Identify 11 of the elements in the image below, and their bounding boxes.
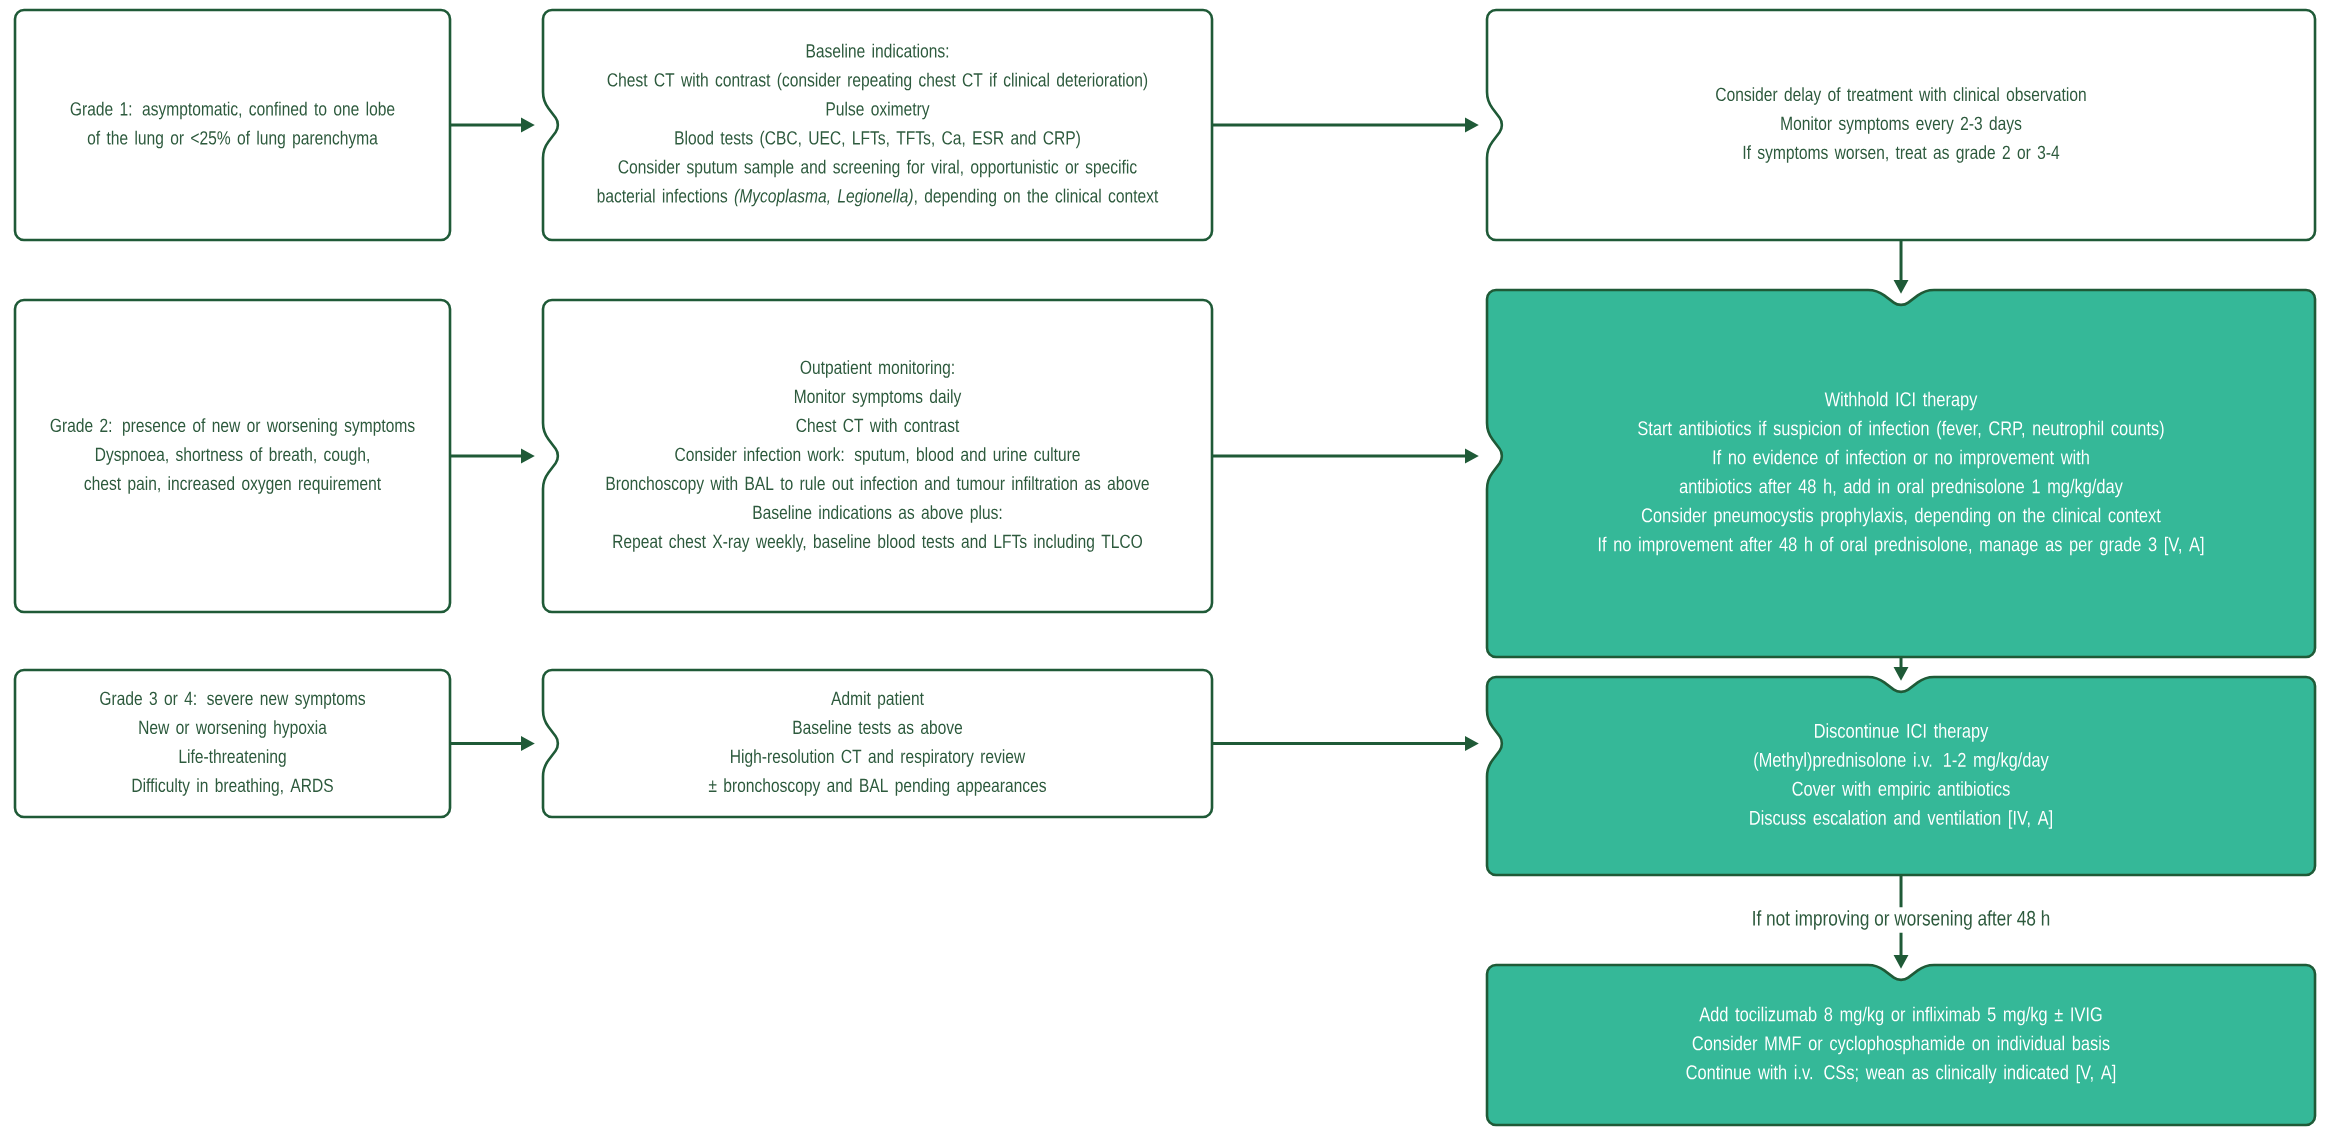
edge-label: If not improving or worsening after 48 h xyxy=(1748,907,2054,933)
process-box: Baseline indications: Chest CT with contrast (consider repeating chest CT if clinical deterioration) Pulse oximetry Blood tests (CBC, UEC, LFTs, TFTs, Ca, ESR and CRP) Consider sputum sample and screening for viral, opportunistic or specific bacterial infections (Mycoplasma, Legionella), depending on the clinical context xyxy=(541,8,1214,242)
process-box: Grade 1: asymptomatic, confined to one lobe of the lung or <25% of lung parenchyma xyxy=(13,8,452,242)
action-box: Add tocilizumab 8 mg/kg or infliximab 5 mg/kg ± IVIG Consider MMF or cyclophosphamide on individual basis Continue with i.v. CSs; wean as clinically indicated [V, A] xyxy=(1485,963,2317,1127)
process-box: Grade 2: presence of new or worsening symptoms Dyspnoea, shortness of breath, cough, chest pain, increased oxygen requirement xyxy=(13,298,452,614)
process-box: Outpatient monitoring: Monitor symptoms daily Chest CT with contrast Consider infection work: sputum, blood and urine culture Bronchoscopy with BAL to rule out infection and tumour infiltration as above Baseline indications as above plus: Repeat chest X-ray weekly, baseline blood tests and LFTs including TLCO xyxy=(541,298,1214,614)
action-box: Withhold ICI therapy Start antibiotics if suspicion of infection (fever, CRP, neutrophil counts) If no evidence of infection or no improvement with antibiotics after 48 h, add in oral prednisolone 1 mg/kg/day Consider pneumocystis prophylaxis, depending on the clinical context If no improvement after 48 h of oral prednisolone, manage as per grade 3 [V, A] xyxy=(1485,288,2317,659)
process-box: Grade 3 or 4: severe new symptoms New or worsening hypoxia Life-threatening Difficulty in breathing, ARDS xyxy=(13,668,452,819)
process-box: Admit patient Baseline tests as above High-resolution CT and respiratory review ± bronchoscopy and BAL pending appearances xyxy=(541,668,1214,819)
process-box: Consider delay of treatment with clinical observation Monitor symptoms every 2-3 days If symptoms worsen, treat as grade 2 or 3-4 xyxy=(1485,8,2317,242)
action-box: Discontinue ICI therapy (Methyl)prednisolone i.v. 1-2 mg/kg/day Cover with empiric antibiotics Discuss escalation and ventilation [IV, A] xyxy=(1485,675,2317,877)
